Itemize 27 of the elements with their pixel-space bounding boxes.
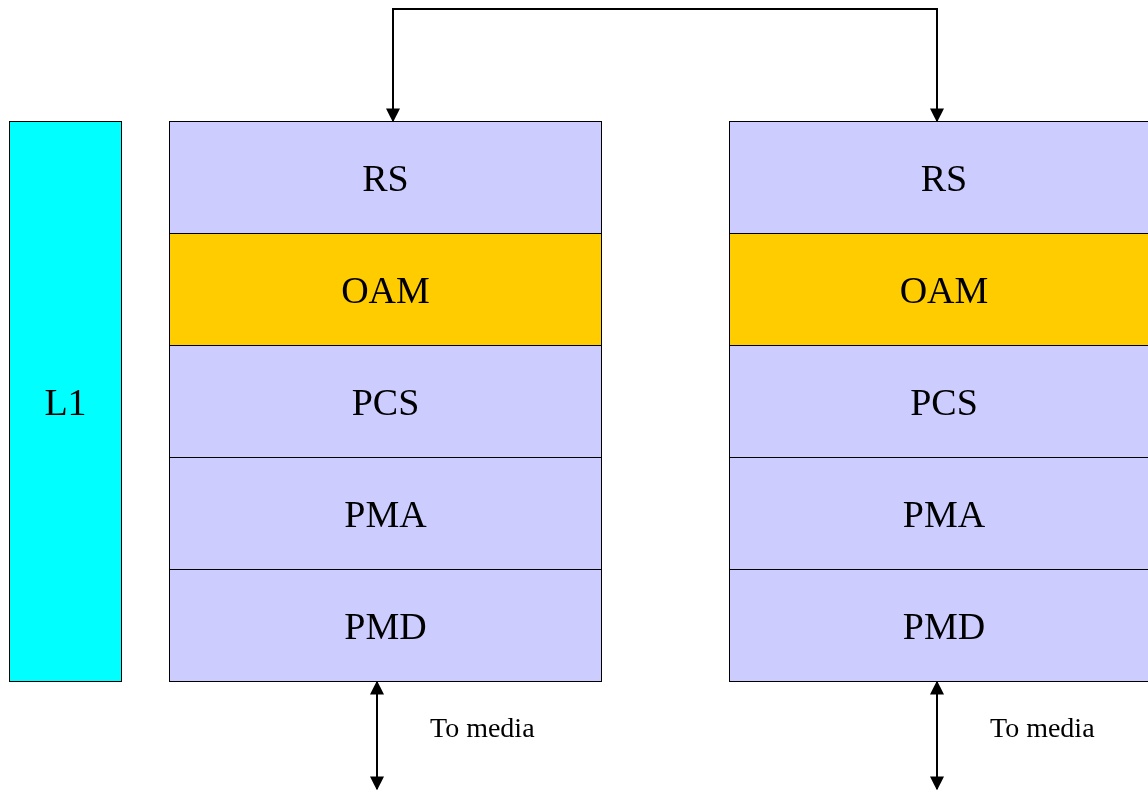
layer-label: OAM xyxy=(899,270,989,309)
layer-label: RS xyxy=(920,158,968,197)
double-arrow xyxy=(930,680,944,791)
layer-box xyxy=(729,457,1148,570)
layer-box xyxy=(729,233,1148,346)
layer-label: PCS xyxy=(351,382,420,421)
layer-box xyxy=(169,345,602,458)
layer-box xyxy=(169,569,602,682)
layer-label: L1 xyxy=(44,382,87,421)
layer-box xyxy=(169,457,602,570)
double-arrow xyxy=(386,8,944,123)
edge-label: To media xyxy=(430,712,535,744)
layer-box xyxy=(729,121,1148,234)
double-arrow xyxy=(370,680,384,791)
layer-box xyxy=(729,345,1148,458)
layer-label: PMA xyxy=(902,494,986,533)
layer-box xyxy=(729,569,1148,682)
edge-label: To media xyxy=(990,712,1095,744)
layer-label: RS xyxy=(362,158,409,197)
layer-label: PMA xyxy=(344,494,427,533)
layer-label: PCS xyxy=(910,382,978,421)
layer-label: OAM xyxy=(341,270,430,309)
layer-label: PMD xyxy=(902,606,986,645)
layer-label: PMD xyxy=(344,606,427,645)
layer-box xyxy=(169,121,602,234)
layer-box xyxy=(169,233,602,346)
layer-bar xyxy=(9,121,122,682)
